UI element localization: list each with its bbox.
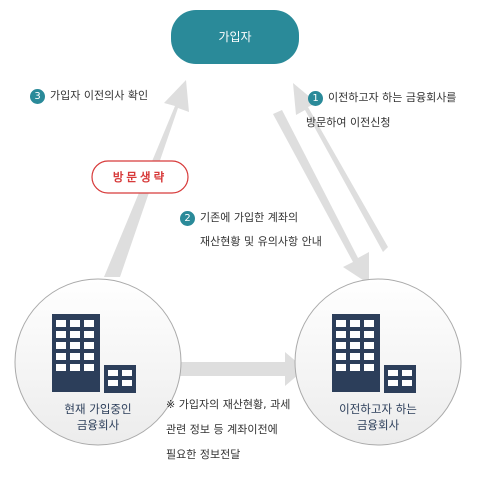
- target-company-label-line1: 이전하고자 하는: [339, 402, 417, 416]
- arrow-right-to-top: [293, 83, 388, 252]
- step-2-badge: 2: [180, 211, 195, 226]
- arrow-top-to-right: [273, 110, 369, 284]
- info-note-line3: 필요한 정보전달: [166, 448, 241, 461]
- target-company-node: [294, 278, 462, 446]
- step-2-line1: 기존에 가입한 계좌의: [200, 211, 299, 224]
- visit-omitted-badge: [91, 160, 189, 194]
- top-node-label: 가입자: [218, 30, 252, 44]
- visit-omitted-label: 방문생략: [112, 170, 168, 184]
- info-note-line2: 관련 정보 등 계좌이전에: [166, 423, 278, 436]
- current-company-label-line1: 현재 가입중인: [64, 402, 132, 416]
- target-company-label-line2: 금융회사: [356, 418, 400, 432]
- current-company-node: [14, 278, 182, 446]
- step-3-badge: 3: [30, 89, 45, 104]
- step-3-text: 가입자 이전의사 확인: [50, 89, 149, 102]
- top-node: [171, 10, 299, 64]
- arrow-left-to-right: [153, 352, 305, 386]
- step-1-line1: 이전하고자 하는 금융회사를: [328, 91, 457, 104]
- step-1-badge: 1: [308, 91, 323, 106]
- info-note-line1: ※ 가입자의 재산현황, 과세: [166, 398, 291, 411]
- step-2-line2: 재산현황 및 유의사항 안내: [200, 235, 322, 248]
- current-company-label-line2: 금융회사: [76, 418, 120, 432]
- step-1-line2: 방문하여 이전신청: [306, 116, 391, 129]
